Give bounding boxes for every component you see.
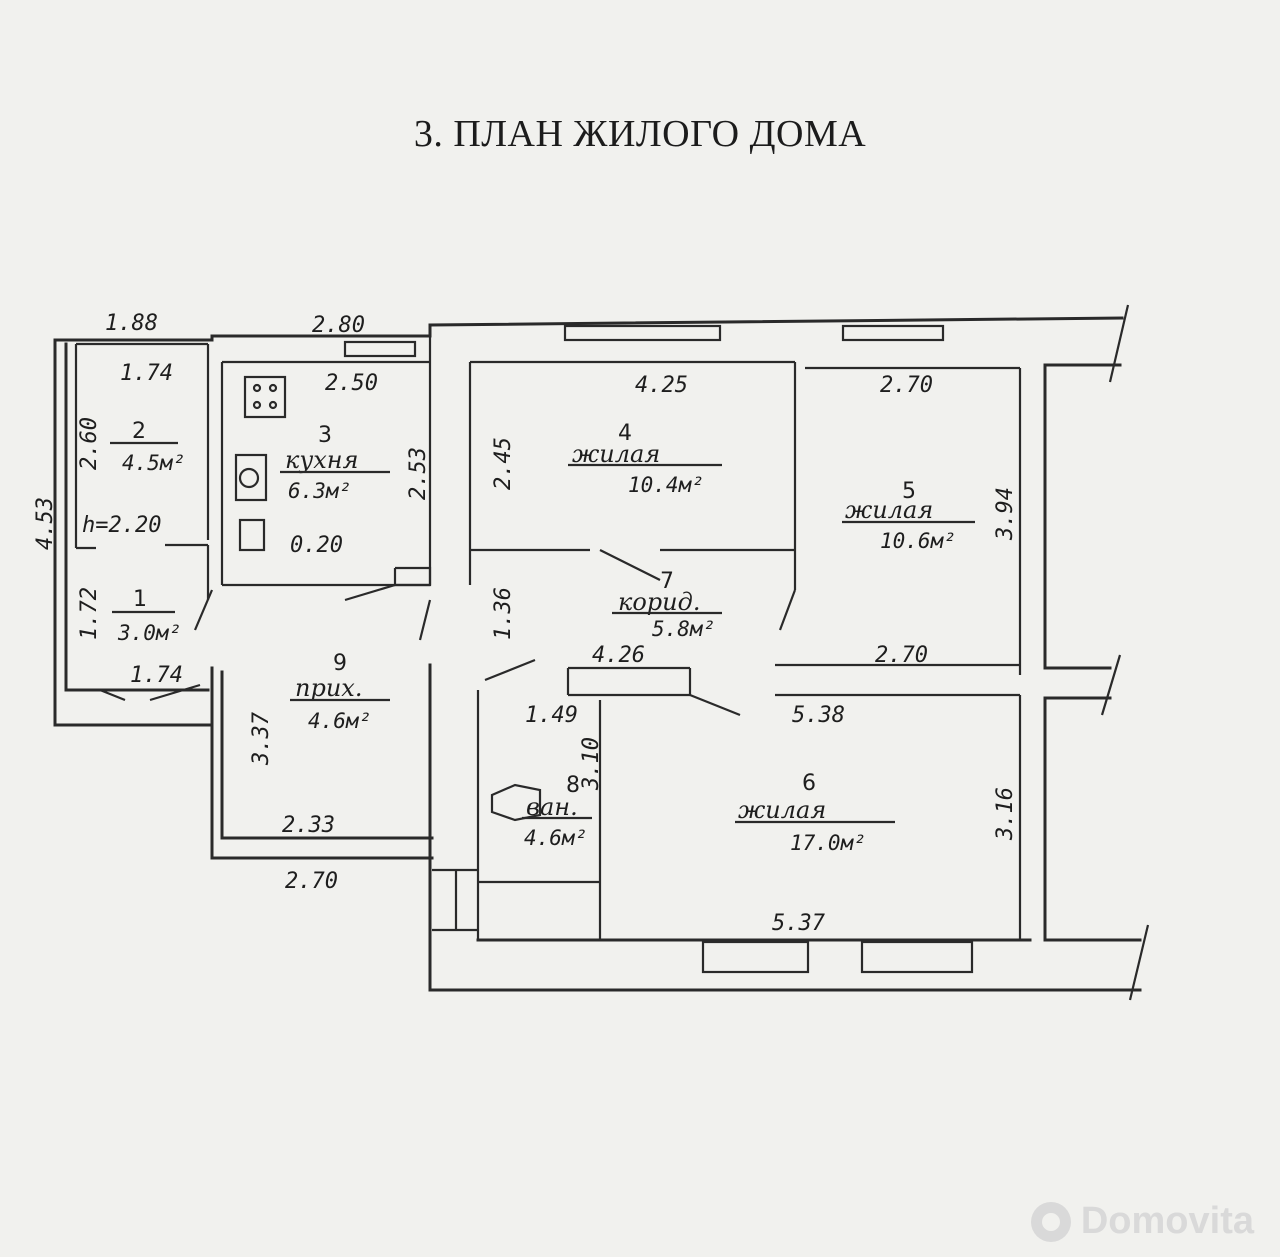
dim-2-60: 2.60 <box>77 417 102 470</box>
dim-3-16: 3.16 <box>993 787 1018 841</box>
dim-2-50: 2.50 <box>325 371 378 396</box>
room-1: 1 3.0м² <box>112 587 181 645</box>
room-8: 8 ван. 4.6м² <box>522 773 592 850</box>
room-7: 7 корид. 5.8м² <box>612 569 722 641</box>
interior-walls <box>74 336 1022 940</box>
room-5: 5 жилая 10.6м² <box>842 479 975 553</box>
room-3: 3 кухня 6.3м² <box>280 423 390 503</box>
kitchen-sink <box>234 453 268 502</box>
room-7-area: 5.8м² <box>652 617 715 641</box>
svg-text:6: 6 <box>802 771 816 796</box>
room-3-name: кухня <box>285 446 359 474</box>
svg-text:3: 3 <box>318 423 332 448</box>
svg-text:2: 2 <box>132 419 146 444</box>
room-2-area: 4.5м² <box>122 451 185 475</box>
dim-2-45: 2.45 <box>491 437 516 490</box>
dim-3-37: 3.37 <box>249 711 274 766</box>
room-5-name: жилая <box>845 496 933 524</box>
dim-1-72: 1.72 <box>77 587 102 640</box>
watermark-text: Domovita <box>1080 1200 1254 1242</box>
dim-4-53: 4.53 <box>33 497 58 550</box>
dim-2-33: 2.33 <box>282 813 335 838</box>
dim-3-94: 3.94 <box>993 487 1018 541</box>
room-7-name: корид. <box>618 588 700 616</box>
walls <box>53 304 1150 1001</box>
room-8-area: 4.6м² <box>524 826 587 850</box>
svg-text:5: 5 <box>902 479 916 504</box>
dim-5-38: 5.38 <box>792 703 845 728</box>
dim-2-53: 2.53 <box>406 447 431 500</box>
dim-4-26: 4.26 <box>592 643 645 668</box>
dim-1-88: 1.88 <box>105 311 158 336</box>
room-4-name: жилая <box>572 440 660 468</box>
room-9-area: 4.6м² <box>308 709 371 733</box>
room-4-area: 10.4м² <box>628 473 704 497</box>
svg-text:9: 9 <box>333 651 347 676</box>
room-3-area: 6.3м² <box>288 479 351 503</box>
dim-2-70-bottom: 2.70 <box>285 869 338 894</box>
svg-text:7: 7 <box>660 569 674 594</box>
svg-text:8: 8 <box>566 773 580 798</box>
dimension-labels: 1.88 2.80 1.74 2.50 4.25 2.70 2.60 4.53 … <box>33 311 1018 936</box>
svg-text:1: 1 <box>133 587 147 612</box>
dim-3-10: 3.10 <box>579 737 604 791</box>
dim-h-2-20: h=2.20 <box>82 513 161 538</box>
domovita-logo-icon <box>1030 1201 1071 1242</box>
room-8-name: ван. <box>526 793 578 821</box>
dim-4-25: 4.25 <box>635 373 688 398</box>
room-6: 6 жилая 17.0м² <box>735 771 895 855</box>
dim-1-74-top: 1.74 <box>120 361 173 386</box>
room-2: 2 4.5м² <box>110 419 185 475</box>
dim-1-49: 1.49 <box>525 703 578 728</box>
room-1-area: 3.0м² <box>117 621 181 645</box>
windows <box>343 324 974 974</box>
dim-0-20: 0.20 <box>290 533 343 558</box>
kitchen-stove <box>243 375 287 419</box>
dim-2-70-mid: 2.70 <box>875 643 928 668</box>
room-4: 4 жилая 10.4м² <box>568 421 722 497</box>
dim-1-36: 1.36 <box>491 587 516 640</box>
kitchen-appliance <box>238 518 266 552</box>
plan-title: 3. ПЛАН ЖИЛОГО ДОМА <box>413 113 867 155</box>
room-9-name: прих. <box>295 674 362 702</box>
room-6-name: жилая <box>738 796 826 824</box>
room-9: 9 прих. 4.6м² <box>290 651 390 733</box>
watermark-logo: Domovita <box>1030 1200 1254 1243</box>
svg-text:4: 4 <box>618 421 632 446</box>
doors <box>99 549 797 717</box>
room-5-area: 10.6м² <box>880 529 956 553</box>
dim-1-74-bottom: 1.74 <box>130 663 183 688</box>
dim-2-80: 2.80 <box>312 313 365 338</box>
room-6-area: 17.0м² <box>790 831 866 855</box>
dim-2-70-top: 2.70 <box>880 373 933 398</box>
dim-5-37: 5.37 <box>772 911 826 936</box>
bath-fixture <box>490 783 542 822</box>
